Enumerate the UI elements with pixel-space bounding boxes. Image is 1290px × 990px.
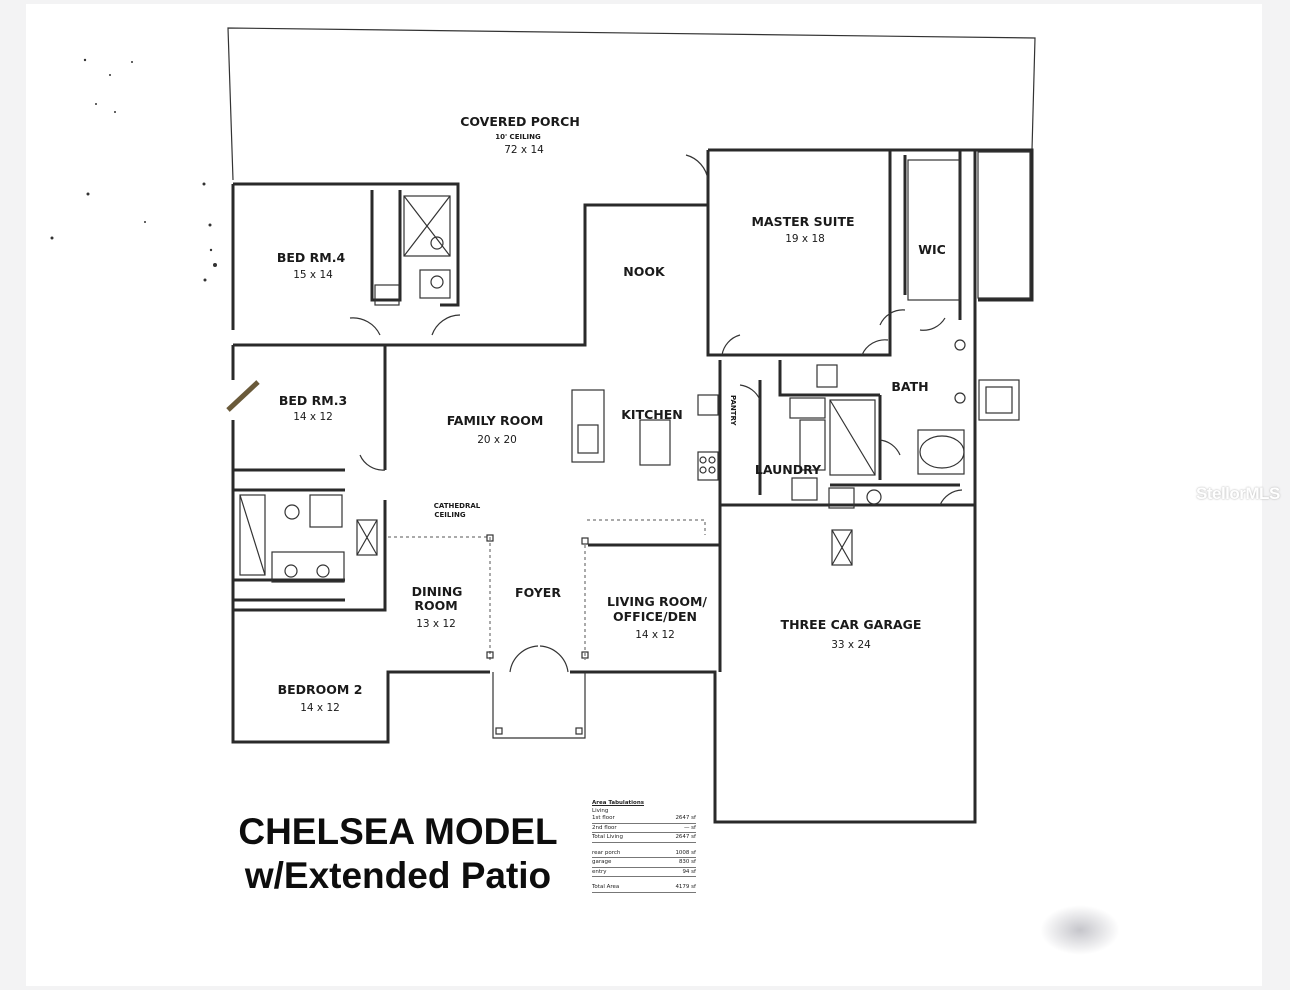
area-row-value: 1008 sf <box>675 849 696 856</box>
family-room-label: FAMILY ROOM <box>447 413 544 428</box>
area-row: Total Living 2647 sf <box>592 833 696 843</box>
living-label-line1: LIVING ROOM/ <box>607 594 707 609</box>
area-row: Total Area 4179 sf <box>592 883 696 893</box>
area-row-label: rear porch <box>592 849 621 856</box>
porch-outline <box>227 27 1036 181</box>
living-label-line2: OFFICE/DEN <box>613 609 697 624</box>
bed4-size: 15 x 14 <box>293 269 333 281</box>
area-row-label: garage <box>592 859 612 865</box>
area-row-value: 4179 sf <box>675 884 696 890</box>
area-row-value: 830 sf <box>678 859 696 865</box>
cathedral-line2: CEILING <box>434 511 465 519</box>
area-table-living-label: Living <box>592 808 609 814</box>
ink-specks <box>50 58 217 282</box>
interior-walls <box>233 190 975 672</box>
wic-label: WIC <box>918 242 946 257</box>
area-row-value: — sf <box>683 824 696 831</box>
room-labels: COVERED PORCH 10' CEILING 72 x 14 MASTER… <box>277 114 946 714</box>
plan-details <box>226 151 1031 739</box>
bed4-label: BED RM.4 <box>277 250 346 265</box>
area-table-rows: 1st floor 2647 sf 2nd floor — sf Total Livin… <box>592 814 696 893</box>
master-suite-size: 19 x 18 <box>785 233 825 245</box>
covered-porch-note: 10' CEILING <box>495 133 541 141</box>
nook-label: NOOK <box>623 264 666 279</box>
garage-size: 33 x 24 <box>831 639 871 651</box>
covered-porch-size: 72 x 14 <box>504 144 544 156</box>
exterior-walls <box>231 148 1034 824</box>
area-row-label: Total Area <box>592 884 620 890</box>
cathedral-line1: CATHEDRAL <box>434 502 481 510</box>
area-row: entry 94 sf <box>592 868 696 877</box>
area-row-value: 2647 sf <box>675 834 696 840</box>
dining-size: 13 x 12 <box>416 618 456 630</box>
bedroom2-label: BEDROOM 2 <box>278 682 363 697</box>
area-tabulations-table: Area Tabulations Living 1st floor 2647 sf… <box>592 800 696 893</box>
model-title: CHELSEA MODEL <box>238 811 558 852</box>
area-row: 1st floor 2647 sf <box>592 814 696 824</box>
area-row-label: 1st floor <box>592 815 615 821</box>
master-suite-label: MASTER SUITE <box>751 214 854 229</box>
bed3-label: BED RM.3 <box>279 393 347 408</box>
area-row-value: 2647 sf <box>675 815 696 821</box>
foyer-label: FOYER <box>515 585 561 600</box>
laundry-label: LAUNDRY <box>755 462 822 477</box>
area-row-value: 94 sf <box>682 868 696 875</box>
bedroom2-size: 14 x 12 <box>300 702 340 714</box>
family-room-size: 20 x 20 <box>477 434 517 446</box>
area-row-label: 2nd floor <box>592 824 617 831</box>
bed3-size: 14 x 12 <box>293 411 333 423</box>
garage-label: THREE CAR GARAGE <box>781 617 922 632</box>
bath-label: BATH <box>891 379 928 394</box>
area-row: rear porch 1008 sf <box>592 849 696 858</box>
scan-smudge <box>1040 905 1120 955</box>
model-subtitle: w/Extended Patio <box>244 855 552 896</box>
area-table-heading: Area Tabulations <box>592 800 645 806</box>
area-row: 2nd floor — sf <box>592 824 696 833</box>
model-title-block: CHELSEA MODEL w/Extended Patio <box>218 810 578 898</box>
kitchen-label: KITCHEN <box>621 407 683 422</box>
area-row-label: entry <box>592 868 607 875</box>
covered-porch-label: COVERED PORCH <box>460 114 580 129</box>
area-row: garage 830 sf <box>592 858 696 868</box>
mls-watermark: StellorMLS <box>1196 484 1280 503</box>
dining-label-line1: DINING <box>412 584 463 599</box>
pantry-label: PANTRY <box>729 395 737 427</box>
area-row-label: Total Living <box>592 834 623 840</box>
living-size: 14 x 12 <box>635 629 675 641</box>
dining-label-line2: ROOM <box>414 598 457 613</box>
